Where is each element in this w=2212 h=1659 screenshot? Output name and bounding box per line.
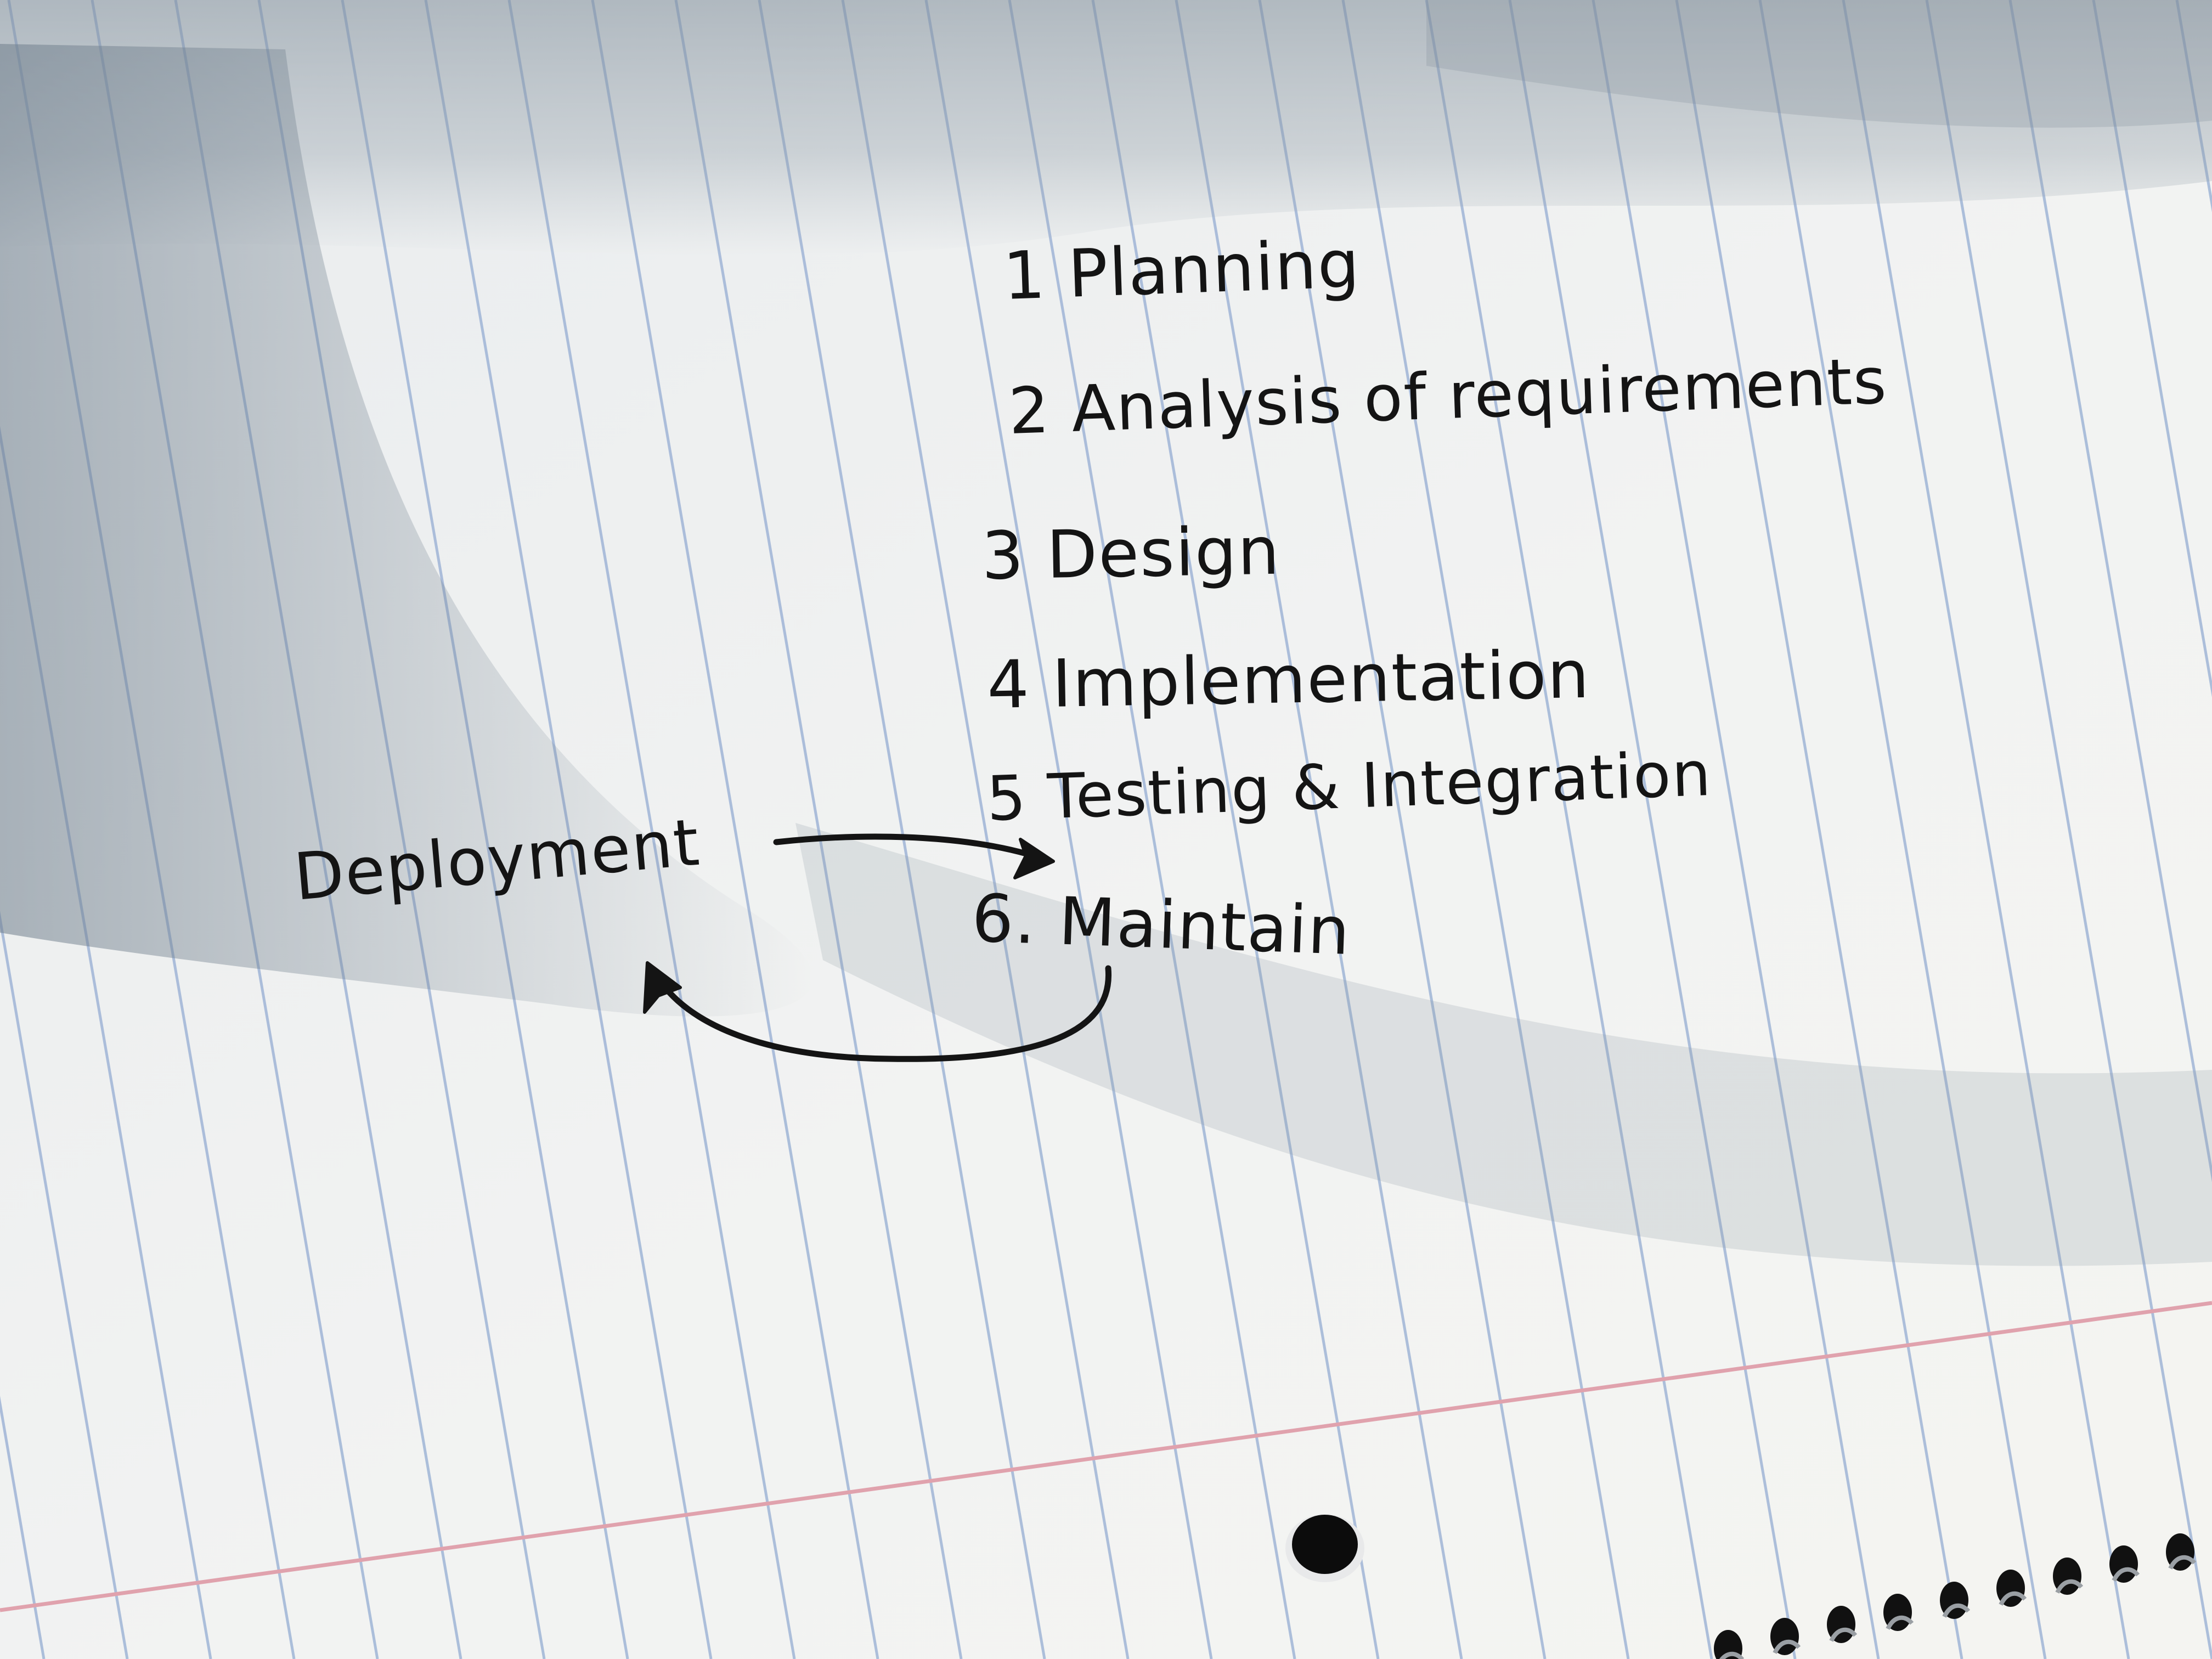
spiral-wire (1829, 1627, 1858, 1642)
margin-line (0, 1301, 2212, 1612)
ruled-line (1592, 0, 1880, 1659)
shadow-left (0, 44, 813, 1017)
shadow-top (0, 0, 2212, 256)
ruled-line (1508, 0, 1797, 1659)
ruled-line (1008, 0, 1296, 1659)
spiral-wire (1942, 1603, 1971, 1618)
spiral-wire (2055, 1579, 2084, 1594)
spiral-wire (2168, 1555, 2197, 1570)
ruled-line (1091, 0, 1380, 1659)
spiral-binding (1714, 1533, 2197, 1659)
spiral-ring (1714, 1630, 1742, 1659)
ruled-line (1425, 0, 1713, 1659)
ruled-line (1925, 0, 2212, 1659)
spiral-wire (1999, 1591, 2027, 1606)
ruled-line (1175, 0, 1463, 1659)
ruled-line (674, 0, 963, 1659)
ruled-line (1258, 0, 1547, 1659)
arrow-maintain-to-deployment (643, 961, 1112, 1062)
ruled-line (1341, 0, 1630, 1659)
spiral-wire (1773, 1639, 1801, 1654)
spiral-wire (2112, 1567, 2140, 1582)
ruled-line (507, 0, 796, 1659)
step-4: 4 Implementation (986, 637, 1591, 724)
ruled-line (591, 0, 879, 1659)
ruled-line (924, 0, 1213, 1659)
ruled-line (841, 0, 1130, 1659)
punched-hole (1285, 1514, 1364, 1582)
step-6: 6. Maintain (970, 881, 1352, 970)
step-3: 3 Design (981, 514, 1281, 595)
step-1: 1 Planning (1002, 226, 1362, 315)
spiral-wire (1886, 1615, 1914, 1630)
spiral-wire (1719, 1651, 1745, 1659)
ruled-line (1842, 0, 2130, 1659)
ruled-line (2008, 0, 2212, 1182)
shadow-band (795, 823, 2212, 1266)
ruled-line (1675, 0, 1963, 1659)
ruled-line (0, 911, 129, 1659)
shadow-corner (1426, 0, 2212, 128)
ruled-line (2092, 0, 2212, 697)
ruled-line (1758, 0, 2047, 1659)
arrow-deployment-to-maintain (773, 833, 1055, 879)
ruled-line (758, 0, 1046, 1659)
